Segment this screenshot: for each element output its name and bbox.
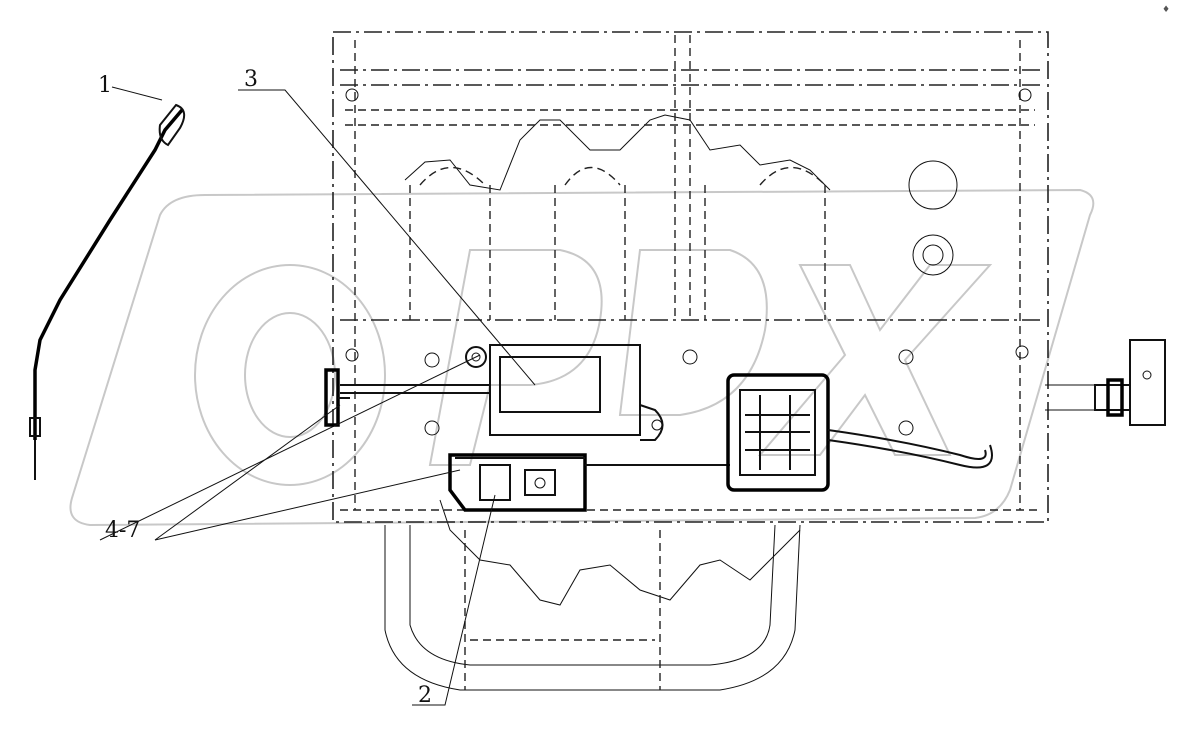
controller-box [340,344,664,441]
gear-outline [404,114,831,606]
sensor-probe [29,103,186,480]
fuse-box [726,373,993,492]
relay-block [448,453,730,512]
plate-holes [345,345,1029,436]
watermark-logo [69,188,1095,527]
left-clamp [324,368,350,427]
right-connector [1045,339,1166,426]
label-part-1: 1 [98,73,112,98]
main-frame [332,31,1049,523]
label-part-2: 2 [418,683,432,708]
lower-tank [384,524,801,691]
label-part-3: 3 [244,67,258,92]
corner-mark: ♦ [1162,5,1170,15]
label-part-4-7: 4-7 [105,518,140,543]
leader-lines [99,86,536,706]
upper-slots [409,160,958,320]
